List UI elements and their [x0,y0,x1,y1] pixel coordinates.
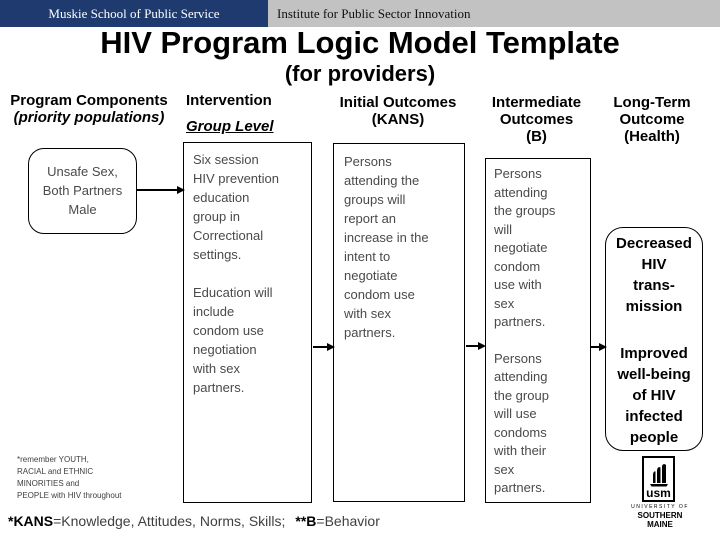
reminder-note-line: RACIAL and ETHNIC [17,467,94,476]
usm-logo-caption: UNIVERSITY OF SOUTHERN MAINE [625,504,695,529]
brand-bar-left: Muskie School of Public Service [0,0,268,27]
brand-bar-left-label: Muskie School of Public Service [48,5,220,21]
brand-bar-right-label: Institute for Public Sector Innovation [277,5,471,21]
usm-logo: usm [642,456,675,502]
page-title: HIV Program Logic Model Template [100,25,620,60]
program-component-box: Unsafe Sex, Both Partners Male [28,148,137,234]
intervention-paragraph-1: Six session HIV prevention education gro… [193,152,279,262]
reminder-note-line: MINORITIES and [17,479,80,488]
arrow-intervention-to-initial-icon [313,343,335,351]
footnote-b-term: **B [295,513,317,529]
long-term-paragraph-2: Improved well-being of HIV infected peop… [617,345,691,446]
usm-sail-icon [650,464,668,487]
intervention-paragraph-2: Education will include condom use negoti… [193,285,273,395]
column-header-intermediate-outcomes: Intermediate Outcomes (B) [483,94,590,145]
column-header-line: Intervention [186,92,272,109]
footnote-kans-definition: =Knowledge, Attitudes, Norms, Skills; [53,513,286,529]
usm-southern-maine-label: SOUTHERN MAINE [637,511,683,529]
column-header-initial-outcomes: Initial Outcomes (KANS) [331,94,465,128]
column-header-line: (KANS) [371,111,425,128]
column-header-long-term-outcome: Long-Term Outcome (Health) [598,94,706,145]
column-header-line: (Health) [624,128,680,145]
footnote-kans-term: *KANS [8,513,54,529]
intervention-box: Six session HIV prevention education gro… [183,142,312,503]
intermediate-outcome-paragraph-1: Persons attending the groups will negoti… [494,166,556,329]
long-term-paragraph-1: Decreased HIV trans- mission [616,235,692,315]
column-header-line: Long-Term [613,94,691,111]
reminder-note-line: *remember YOUTH, [17,455,89,464]
initial-outcome-box: Persons attending the groups will report… [333,143,465,502]
column-header-line: Program Components [10,92,168,109]
column-header-intervention: Intervention Group Level [186,92,316,135]
intermediate-outcome-box: Persons attending the groups will negoti… [485,158,591,503]
reminder-note-line: PEOPLE with HIV throughout [17,491,122,500]
footnote: *KANS=Knowledge, Attitudes, Norms, Skill… [8,513,380,529]
column-header-program-components: Program Components (priority populations… [0,92,178,126]
brand-bar-right: Institute for Public Sector Innovation [268,0,720,27]
initial-outcome-paragraph: Persons attending the groups will report… [344,154,429,340]
usm-university-of-label: UNIVERSITY OF [631,504,689,510]
column-header-line: Outcomes [499,111,574,128]
column-header-line: Initial Outcomes [339,94,457,111]
long-term-outcome-box: Decreased HIV trans- mission Improved we… [605,227,703,451]
column-header-line: Outcome [619,111,685,128]
column-header-line: (B) [526,128,547,145]
arrow-program-to-intervention-icon [137,186,185,194]
arrow-intermediate-to-longterm-icon [591,343,607,351]
usm-monogram: usm [646,486,671,500]
column-header-line: Group Level [186,118,274,135]
page-subtitle: (for providers) [284,61,436,86]
footnote-b-definition: =Behavior [316,513,380,529]
reminder-note: *remember YOUTH, RACIAL and ETHNIC MINOR… [17,454,167,502]
arrow-initial-to-intermediate-icon [466,342,486,350]
intermediate-outcome-paragraph-2: Persons attending the group will use con… [494,350,549,496]
column-header-line: Intermediate [491,94,582,111]
column-header-line: (priority populations) [13,109,165,126]
